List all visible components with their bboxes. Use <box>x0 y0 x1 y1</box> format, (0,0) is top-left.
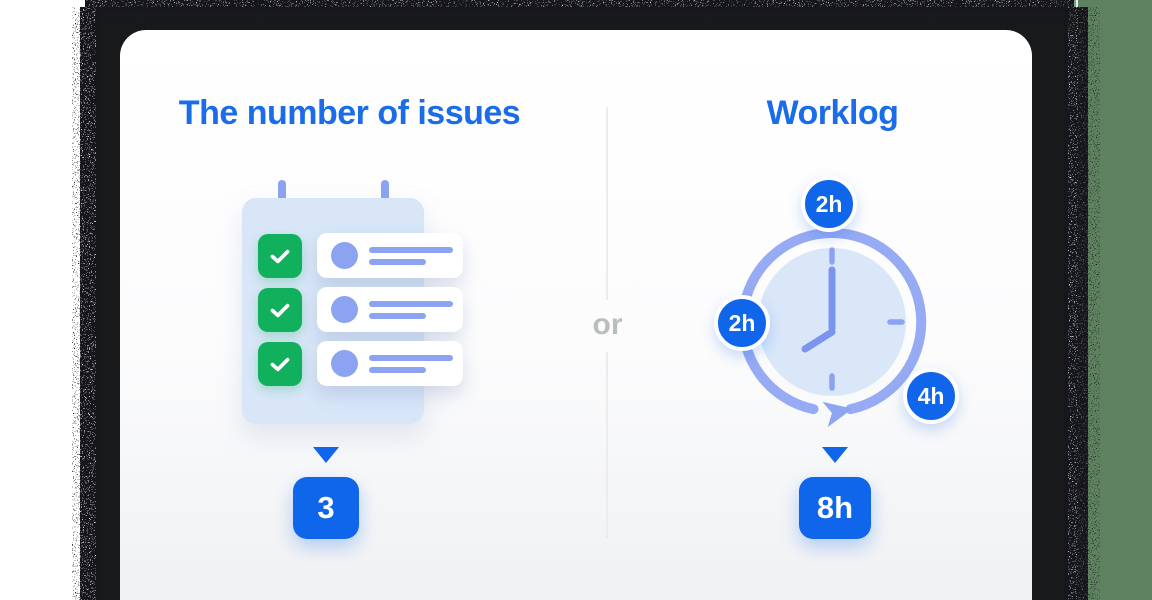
text-line <box>369 259 426 265</box>
task-row <box>317 287 463 332</box>
avatar-icon <box>331 350 358 377</box>
clock-hour-hand <box>801 328 836 353</box>
issue-count-badge: 3 <box>293 477 359 539</box>
caret-down-icon <box>313 447 339 463</box>
check-icon <box>270 249 290 264</box>
time-badge-label: 2h <box>728 309 756 336</box>
clock-arrow-arc <box>822 227 927 428</box>
check-icon <box>270 357 290 372</box>
task-row <box>317 341 463 386</box>
check-icon <box>270 303 290 318</box>
content-card: The number of issues Worklog <box>120 30 1032 600</box>
time-badge: 2h <box>714 295 770 351</box>
right-section-title: Worklog <box>766 94 899 132</box>
text-line <box>369 247 453 253</box>
time-badge-label: 2h <box>815 190 843 217</box>
text-line <box>369 367 426 373</box>
worklog-total-badge: 8h <box>799 477 871 539</box>
text-line <box>369 355 453 361</box>
checkbox-checked-icon <box>258 234 302 278</box>
time-badge-label: 4h <box>917 382 945 409</box>
time-badge: 4h <box>903 368 959 424</box>
checkbox-checked-icon <box>258 342 302 386</box>
issue-count-value: 3 <box>317 490 335 525</box>
text-line <box>369 313 426 319</box>
caret-down-icon <box>822 447 848 463</box>
or-label: or <box>592 308 623 341</box>
left-section-title: The number of issues <box>178 94 521 132</box>
section-divider <box>606 352 608 538</box>
avatar-icon <box>331 242 358 269</box>
avatar-icon <box>331 296 358 323</box>
time-badge: 2h <box>801 176 857 232</box>
task-row <box>317 233 463 278</box>
text-line <box>369 301 453 307</box>
checkbox-checked-icon <box>258 288 302 332</box>
section-divider <box>606 107 608 300</box>
clock-illustration <box>737 227 927 428</box>
worklog-total-value: 8h <box>816 490 854 525</box>
